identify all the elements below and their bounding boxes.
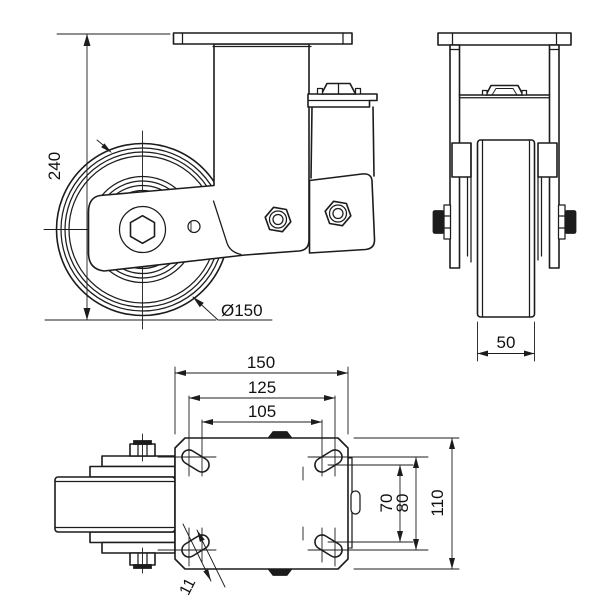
dim-cross-pitch-outer-label: 80	[393, 494, 412, 513]
dim-bolt-hole-label: 11	[177, 576, 200, 599]
front-mounting-plate	[437, 32, 572, 46]
kingpin-bolt	[316, 82, 362, 95]
fork-hex-nut-left	[264, 206, 292, 233]
bracket-hex-nut	[324, 200, 352, 227]
dim-bolt-pitch-inner: 105	[201, 402, 323, 425]
fork-strip-top-inner	[89, 465, 176, 478]
dim-plate-length: 150	[174, 353, 349, 435]
side-view: 240 Ø150	[43, 32, 378, 330]
dim-plate-width-label: 110	[428, 489, 447, 516]
dim-wheel-width: 50	[477, 321, 535, 362]
dim-wheel-diameter: Ø150	[192, 296, 273, 321]
fork-small-hole	[187, 219, 201, 234]
wheel-front	[476, 139, 536, 318]
plan-wheel	[54, 476, 176, 533]
leg-boss-right	[537, 142, 558, 178]
slot-centerlines	[157, 395, 429, 567]
fork-strip-bottom-outer	[101, 541, 176, 554]
dim-cross-pitch-inner: 70	[377, 464, 403, 543]
plate-edge-tab	[350, 490, 361, 515]
plate-tab-top	[267, 431, 293, 439]
fork-strip-top-outer	[101, 455, 176, 468]
dim-plate-length-label: 150	[247, 353, 275, 372]
plate-tab-bottom	[267, 568, 293, 576]
side-mounting-plate	[172, 32, 353, 48]
fork-bend-line	[212, 200, 242, 256]
plan-wheel-assembly	[54, 433, 176, 574]
kingpin-bolt-front	[481, 84, 528, 96]
plan-view: 150 125 105 110	[54, 353, 460, 599]
axle-right	[557, 204, 577, 240]
dim-overall-height: 240	[44, 33, 217, 321]
dim-wheel-width-label: 50	[497, 333, 516, 352]
dim-overall-height-label: 240	[45, 152, 64, 180]
swivel-neck-left-edge	[310, 106, 313, 179]
tire-leader-arrow	[96, 139, 112, 153]
plan-mounting-plate	[174, 437, 349, 570]
dim-bolt-pitch-outer: 125	[188, 378, 336, 401]
swivel-neck-right-edge	[372, 106, 375, 177]
dim-cross-pitch-outer: 80	[393, 456, 419, 551]
leg-boss-left	[451, 142, 472, 178]
dim-bolt-hole: 11	[177, 523, 226, 599]
dim-wheel-diameter-label: Ø150	[221, 301, 263, 320]
dim-bolt-pitch-outer-label: 125	[248, 378, 276, 397]
fork-strip-bottom-inner	[89, 531, 176, 544]
axle-left	[432, 204, 452, 240]
dim-bolt-pitch-inner-label: 105	[248, 402, 276, 421]
dim-cross-pitch-inner-label: 70	[377, 494, 396, 513]
front-view: 50	[432, 32, 577, 362]
axle-hex-nut	[129, 214, 156, 245]
dim-plate-width: 110	[353, 437, 460, 570]
